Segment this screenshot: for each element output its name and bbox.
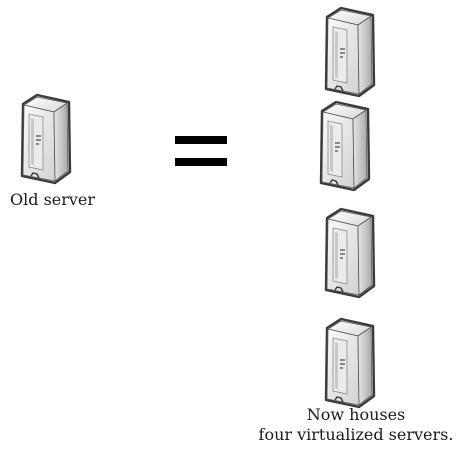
equals-icon [175,136,227,168]
virtual-servers-caption: Now houses four virtualized servers. [240,405,472,445]
virtual-server-icon-2 [316,99,372,193]
virtual-server-icon-1 [321,5,377,99]
equals-bar-top [175,136,227,144]
virtual-server-icon-4 [321,316,377,410]
old-server-icon [17,92,73,186]
old-server-caption: Old server [10,190,96,209]
virtual-servers-caption-line2: four virtualized servers. [258,425,454,444]
virtual-server-icon-3 [321,206,377,300]
equals-bar-bottom [175,158,227,166]
virtual-servers-caption-line1: Now houses [306,405,406,424]
